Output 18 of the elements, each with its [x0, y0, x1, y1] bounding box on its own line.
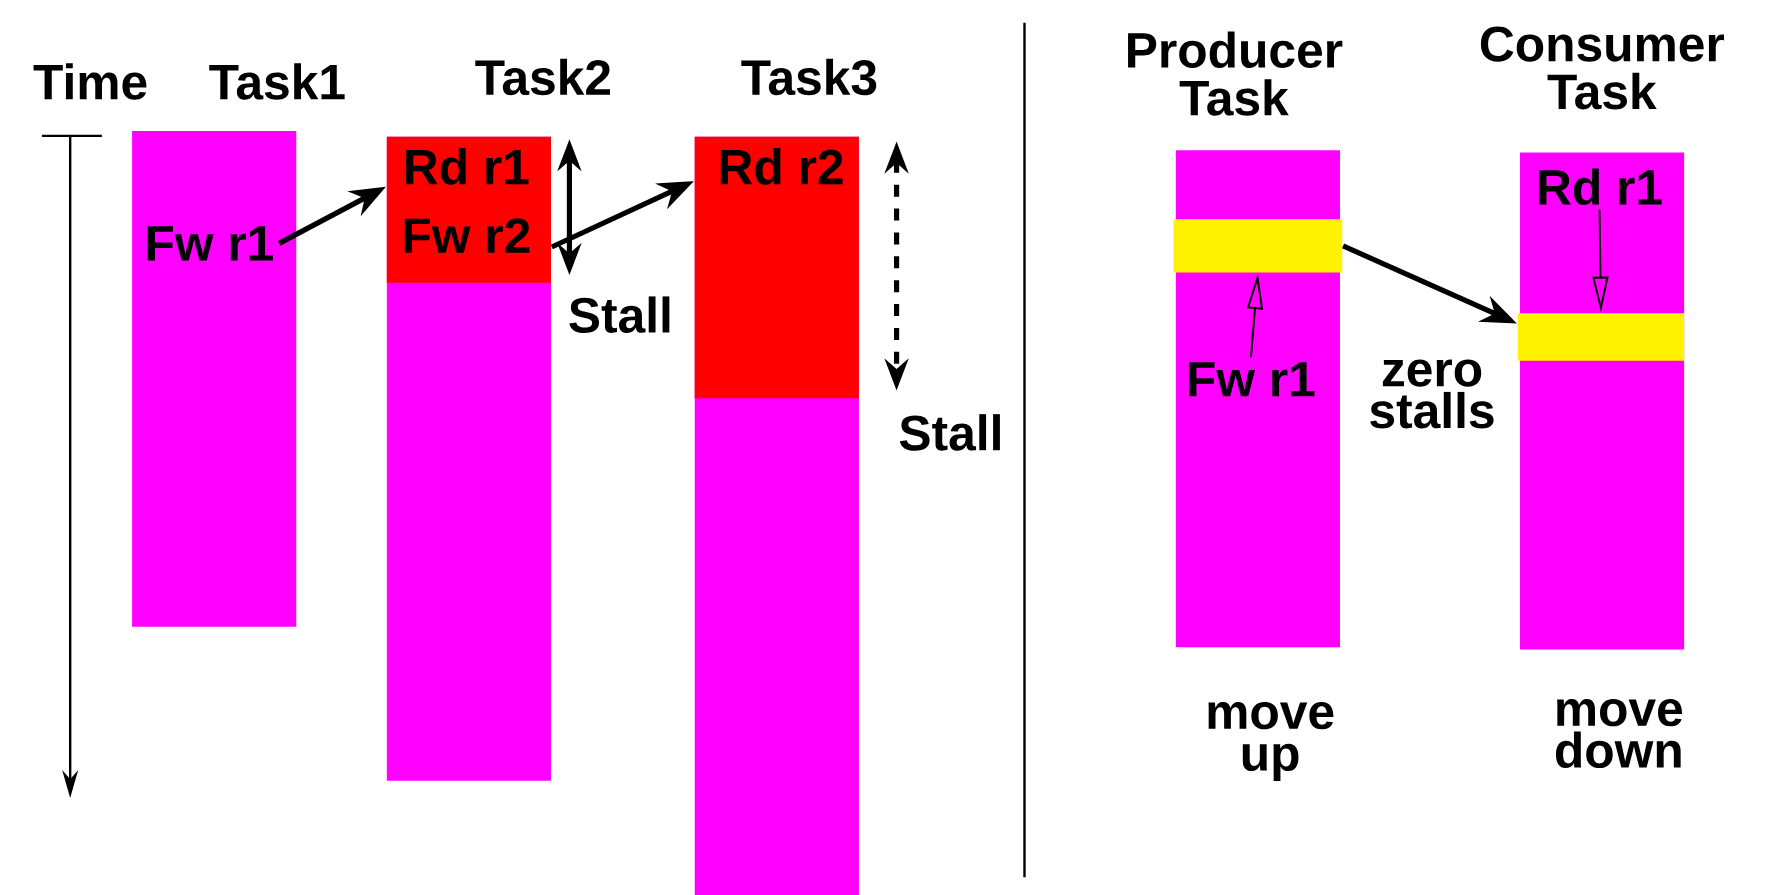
note-text: move up [1208, 701, 1334, 781]
stall-region: Rd r2 [694, 136, 859, 398]
node-text: Fw r1 [147, 226, 273, 261]
node-label: Task2 [475, 58, 611, 96]
highlight-band [1173, 219, 1343, 273]
node-label: Consumer Task [1480, 26, 1725, 110]
note-text: zero stalls [1370, 359, 1494, 429]
stall-label: Stall [899, 413, 1000, 451]
highlight-band [1517, 313, 1685, 361]
note-text: move down [1555, 698, 1683, 768]
stall-label: Stall [569, 296, 670, 333]
node-text: Fw r1 [1189, 361, 1315, 397]
node-label: Producer Task [1128, 31, 1343, 116]
stall-region: Rd r1 Fw r2 [386, 136, 551, 283]
node-label: Task1 [209, 63, 345, 100]
node-label: Task3 [741, 58, 877, 96]
axis-label: Time [33, 63, 147, 100]
node-text: Rd r1 [1539, 168, 1662, 205]
